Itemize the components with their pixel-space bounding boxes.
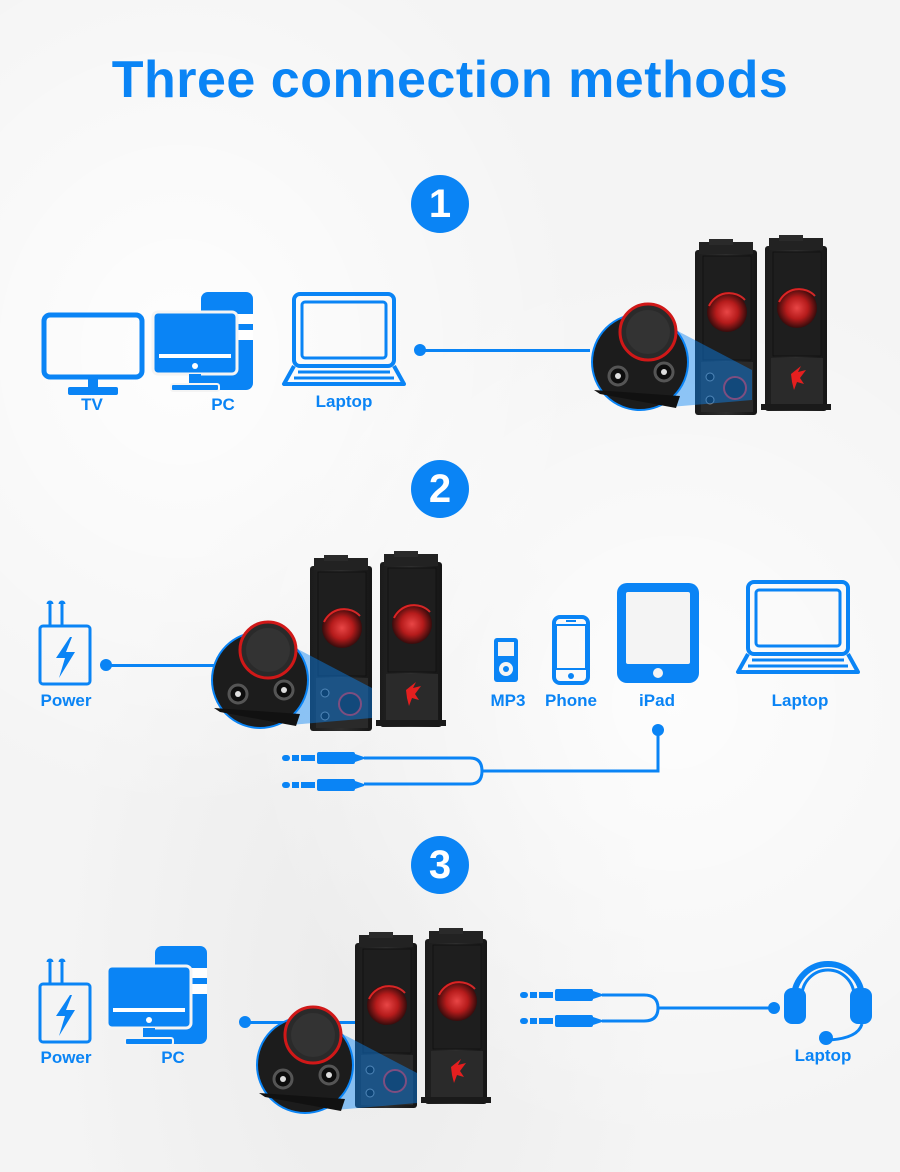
power-label: Power <box>40 1048 92 1067</box>
speakers-image <box>210 550 465 750</box>
power-label: Power <box>40 691 92 710</box>
laptop-icon <box>736 580 860 674</box>
ipad-label: iPad <box>639 691 675 710</box>
mp3-player-icon <box>494 638 518 682</box>
headset-icon <box>784 961 872 1045</box>
connection-line <box>106 664 214 667</box>
mp3-label: MP3 <box>490 691 526 710</box>
aux-cable <box>282 724 664 791</box>
power-adapter-icon <box>38 600 92 686</box>
laptop-label: Laptop <box>315 392 373 411</box>
power-adapter-icon <box>38 958 92 1044</box>
step-1-badge: 1 <box>411 175 469 233</box>
speakers-image <box>255 925 510 1115</box>
tv-label: TV <box>81 395 103 414</box>
pc-label: PC <box>161 1048 185 1067</box>
desktop-pc-icon <box>151 290 255 393</box>
step-3-badge: 3 <box>411 836 469 894</box>
tablet-icon <box>617 583 699 683</box>
phone-icon <box>552 615 590 685</box>
pc-label: PC <box>211 395 235 414</box>
splitter-cable <box>520 989 780 1027</box>
step-2-badge: 2 <box>411 460 469 518</box>
tv-icon <box>41 312 145 395</box>
desktop-pc-icon <box>105 944 209 1047</box>
phone-label: Phone <box>545 691 597 710</box>
page-title: Three connection methods <box>111 51 789 109</box>
laptop-label: Laptop <box>794 1046 852 1065</box>
laptop-icon <box>282 292 406 386</box>
laptop-label: Laptop <box>771 691 829 710</box>
connection-line <box>420 349 590 352</box>
speakers-image <box>590 230 850 430</box>
